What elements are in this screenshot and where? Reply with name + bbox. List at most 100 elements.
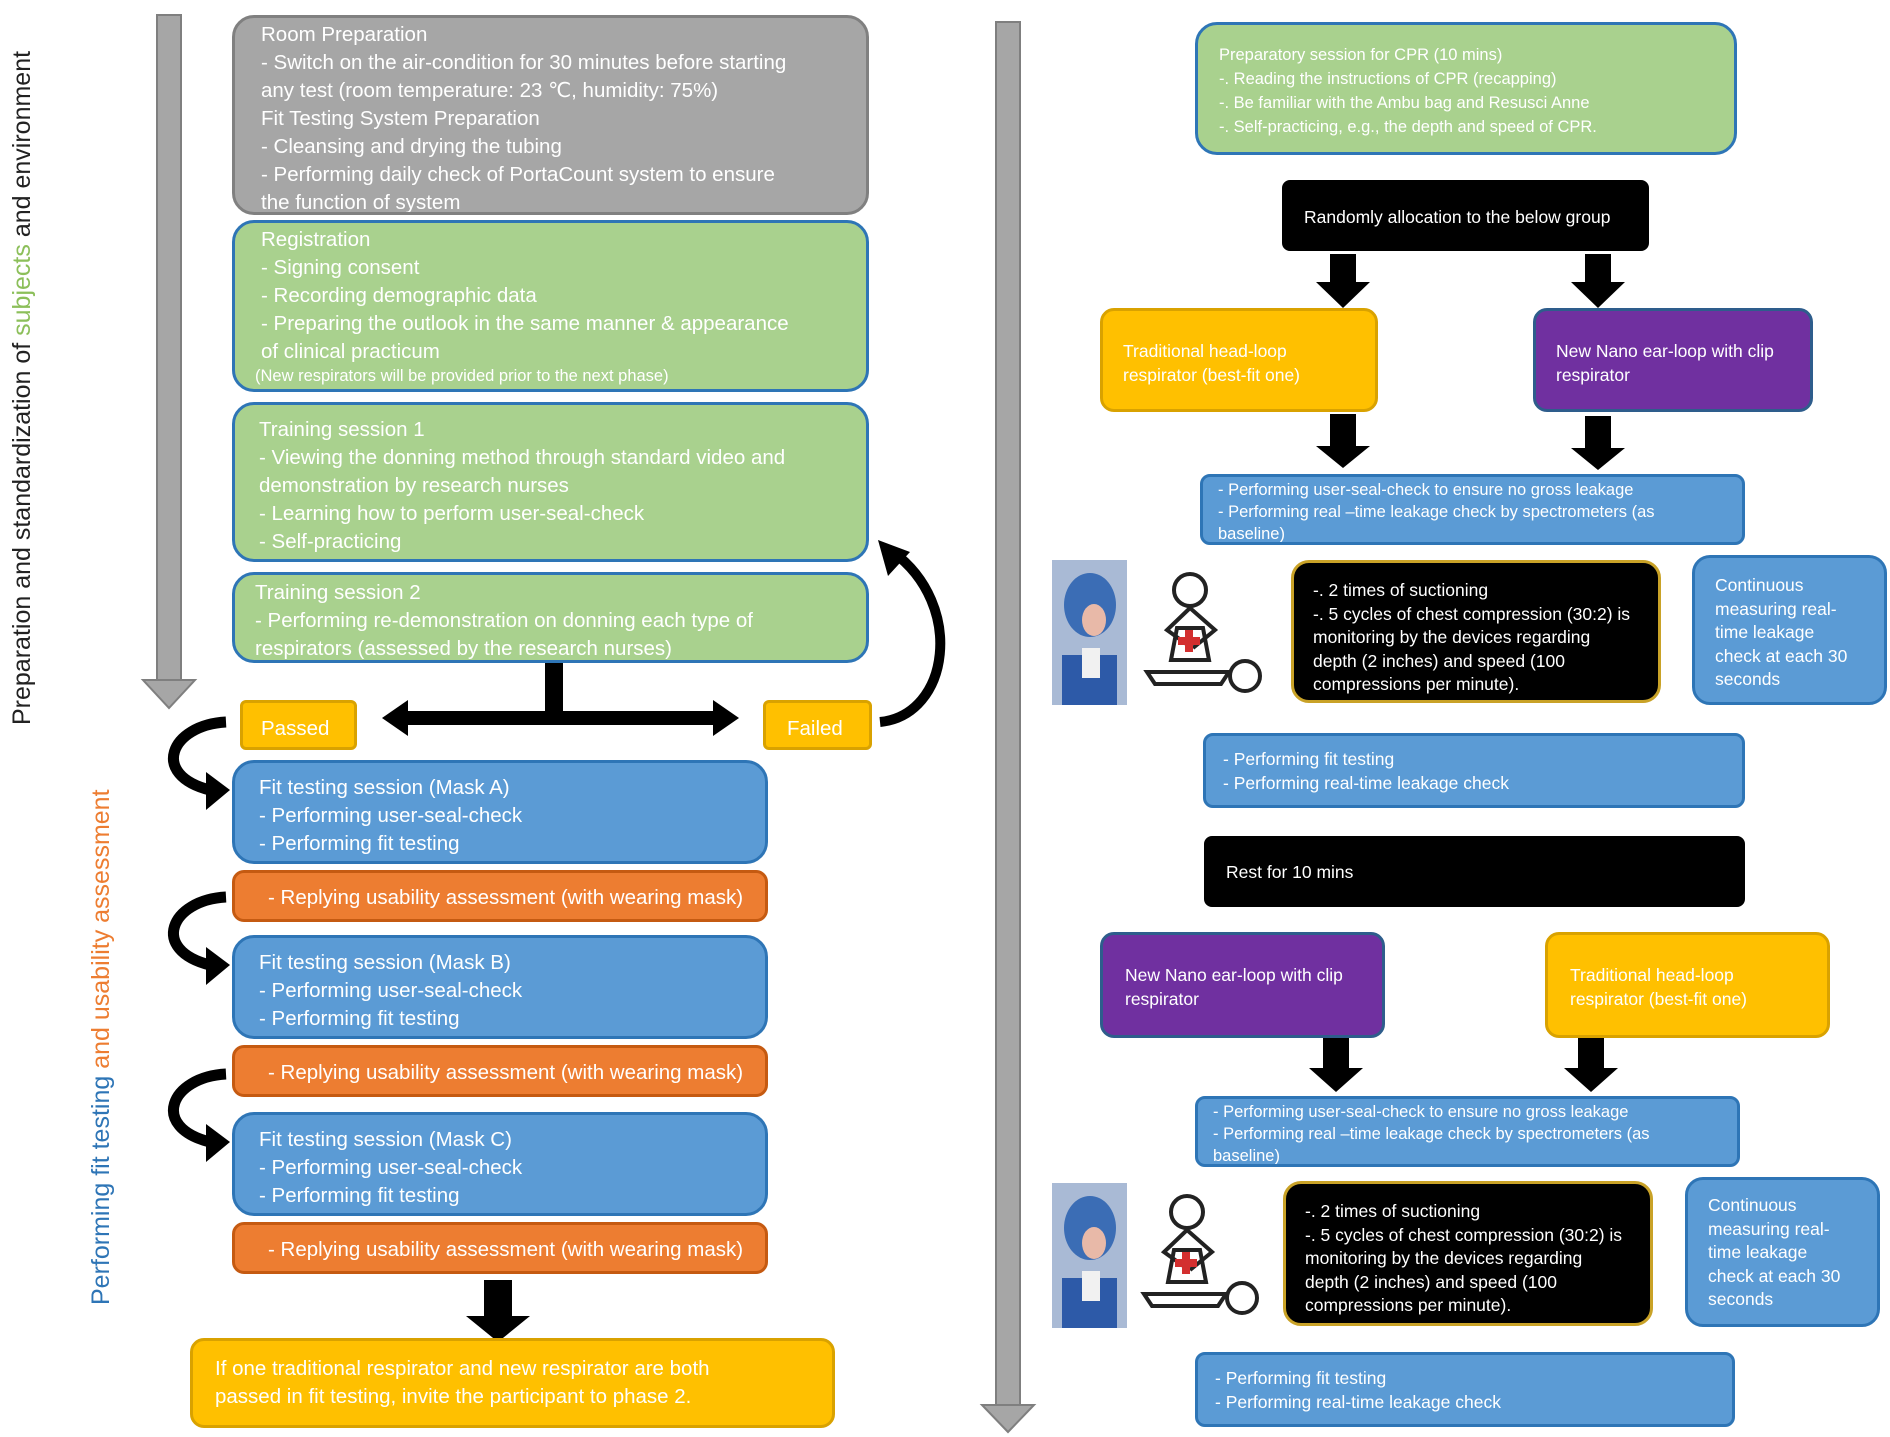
check-1-line: - Performing user-seal-check to ensure n… [1218,481,1634,499]
training-session-2-box: Training session 2 - Performing re-demon… [232,572,869,663]
traditional-2-line: respirator (best-fit one) [1570,988,1748,1009]
usability-a-label: - Replying usability assessment (with we… [268,886,744,909]
training2-line: - Performing re-demonstration on donning… [255,609,753,632]
training1-line: demonstration by research nurses [259,474,569,497]
mask-b-line: - Performing user-seal-check [259,979,523,1002]
room-prep-line: any test (room temperature: 23 ℃, humidi… [261,79,719,102]
mask-a-line: - Performing fit testing [259,832,460,855]
mask-a-title: Fit testing session (Mask A) [259,776,510,799]
cpr-procedure-box-1: -. 2 times of suctioning -. 5 cycles of … [1291,560,1661,703]
continuous-2-line: time leakage [1708,1242,1808,1262]
curved-arrow-to-mask-b [168,891,230,985]
traditional-1-line: respirator (best-fit one) [1123,364,1301,385]
training2-title: Training session 2 [255,581,421,604]
rest-label: Rest for 10 mins [1226,862,1354,882]
usability-assessment-c-box: - Replying usability assessment (with we… [232,1222,768,1274]
continuous-2-line: check at each 30 [1708,1265,1841,1286]
training-session-1-box: Training session 1 - Viewing the donning… [232,402,869,562]
fit-testing-box-1: - Performing fit testing - Performing re… [1203,733,1745,808]
failed-badge: Failed [763,700,872,750]
intubation-photo-2 [1052,1183,1127,1328]
mask-a-line: - Performing user-seal-check [259,804,523,827]
cpr-2-line: monitoring by the devices regarding [1305,1248,1583,1268]
nano-respirator-box-2: New Nano ear-loop with clip respirator [1100,932,1385,1038]
continuous-1-line: Continuous [1715,575,1804,595]
passed-label: Passed [261,717,330,740]
fit-testing-mask-b-box: Fit testing session (Mask B) - Performin… [232,935,768,1039]
final-line: passed in fit testing, invite the partic… [215,1385,692,1408]
cpr-1-line: compressions per minute). [1313,674,1520,694]
mask-b-title: Fit testing session (Mask B) [259,951,511,974]
curved-arrow-to-mask-a [168,716,230,810]
registration-line: - Preparing the outlook in the same mann… [261,312,789,335]
seal-check-box-1: - Performing user-seal-check to ensure n… [1200,474,1745,545]
cpr-icon-1 [1143,572,1262,693]
registration-title: Registration [261,228,371,251]
fit-testing-mask-a-box: Fit testing session (Mask A) - Performin… [232,760,768,864]
flow-arrow-nano-to-check-1 [1571,416,1625,470]
check-2-line: - Performing real –time leakage check by… [1213,1125,1650,1143]
fit-2-line: - Performing real-time leakage check [1215,1391,1501,1412]
flow-arrow-to-final [466,1280,530,1342]
registration-line: - Signing consent [261,256,420,279]
preparatory-title: Preparatory session for CPR (10 mins) [1219,46,1503,64]
registration-line: of clinical practicum [261,340,440,363]
cpr-2-line: compressions per minute). [1305,1295,1512,1315]
check-2-line: - Performing user-seal-check to ensure n… [1213,1103,1629,1121]
room-prep-line: - Cleansing and drying the tubing [261,135,562,158]
cpr-1-line: -. 2 times of suctioning [1313,580,1489,600]
nano-2-line: New Nano ear-loop with clip [1125,965,1343,985]
timeline-arrow-right [979,21,1037,1434]
fit-testing-box-2: - Performing fit testing - Performing re… [1195,1352,1735,1427]
traditional-1-line: Traditional head-loop [1123,341,1287,361]
continuous-measuring-box-2: Continuous measuring real- time leakage … [1685,1177,1880,1327]
continuous-1-line: measuring real- [1715,598,1837,619]
training1-line: - Viewing the donning method through sta… [259,446,786,469]
continuous-measuring-box-1: Continuous measuring real- time leakage … [1692,555,1887,705]
cpr-icon-2 [1140,1194,1259,1315]
flow-arrow-to-nano-1 [1571,254,1625,308]
room-prep-line: - Performing daily check of PortaCount s… [261,163,775,186]
cpr-1-line: monitoring by the devices regarding [1313,627,1591,647]
phase-2-invitation-box: If one traditional respirator and new re… [190,1338,835,1428]
registration-line: - Recording demographic data [261,284,537,307]
room-prep-title: Room Preparation [261,23,428,46]
check-1-line: baseline) [1218,525,1285,543]
fit-system-prep-title: Fit Testing System Preparation [261,107,540,130]
usability-b-label: - Replying usability assessment (with we… [268,1061,744,1084]
cpr-1-line: depth (2 inches) and speed (100 [1313,650,1565,671]
mask-c-line: - Performing user-seal-check [259,1156,523,1179]
passed-badge: Passed [240,700,357,750]
fit-1-line: - Performing fit testing [1223,749,1395,769]
preparatory-cpr-box: Preparatory session for CPR (10 mins) -.… [1195,22,1737,155]
flow-arrow-traditional-to-check-2 [1564,1036,1618,1092]
cpr-2-line: depth (2 inches) and speed (100 [1305,1271,1557,1292]
cpr-1-line: -. 5 cycles of chest compression (30:2) … [1313,603,1631,624]
mask-c-title: Fit testing session (Mask C) [259,1128,512,1151]
nano-1-line: respirator [1556,364,1630,385]
final-line: If one traditional respirator and new re… [215,1357,710,1380]
split-arrow [382,663,739,736]
room-prep-line: the function of system [261,191,461,214]
continuous-2-line: seconds [1708,1289,1774,1309]
training1-line: - Self-practicing [259,530,402,553]
continuous-1-line: time leakage [1715,622,1815,642]
registration-box: Registration - Signing consent - Recordi… [232,220,869,392]
traditional-respirator-box-1: Traditional head-loop respirator (best-f… [1100,308,1378,412]
fit-2-line: - Performing fit testing [1215,1368,1387,1388]
room-preparation-box: Room Preparation - Switch on the air-con… [232,15,869,215]
usability-c-label: - Replying usability assessment (with we… [268,1238,744,1261]
curved-arrow-failed [878,540,946,727]
nano-1-line: New Nano ear-loop with clip [1556,341,1774,361]
check-1-line: - Performing real –time leakage check by… [1218,503,1655,521]
seal-check-box-2: - Performing user-seal-check to ensure n… [1195,1096,1740,1167]
training1-title: Training session 1 [259,418,425,441]
continuous-1-line: check at each 30 [1715,645,1848,666]
continuous-1-line: seconds [1715,669,1781,689]
timeline-arrow-left [140,14,198,710]
continuous-2-line: Continuous [1708,1195,1797,1215]
rest-box: Rest for 10 mins [1204,836,1745,907]
cpr-2-line: -. 2 times of suctioning [1305,1201,1481,1221]
usability-assessment-b-box: - Replying usability assessment (with we… [232,1045,768,1097]
nano-respirator-box-1: New Nano ear-loop with clip respirator [1533,308,1813,412]
